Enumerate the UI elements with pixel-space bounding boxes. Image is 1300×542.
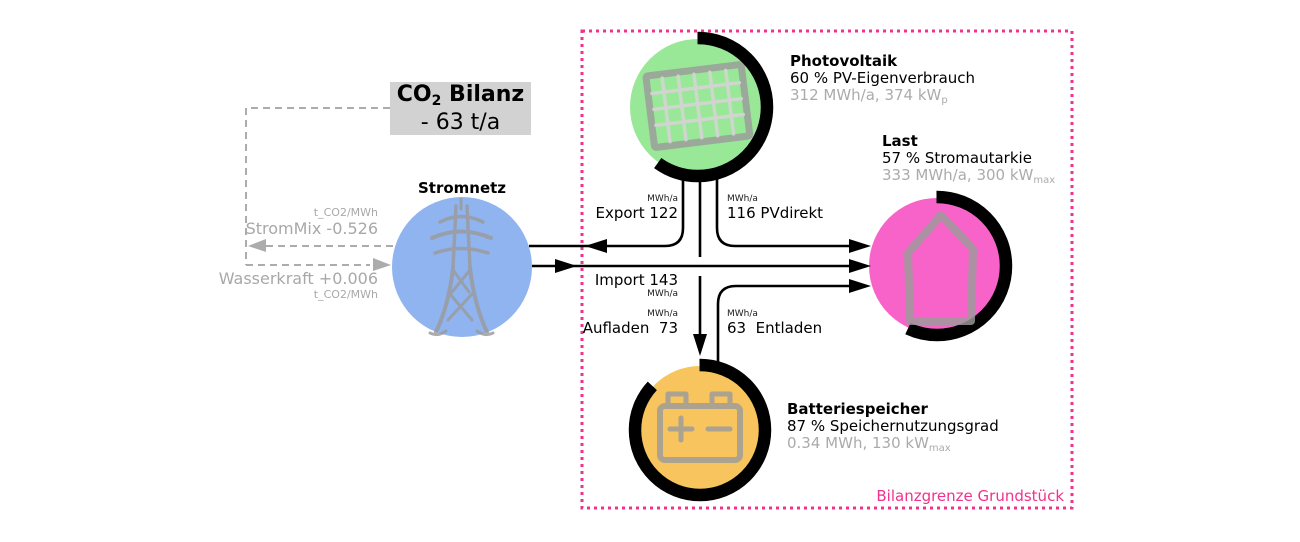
- grid-node-label: Stromnetz: [417, 179, 507, 197]
- load-node-detail: 57 % Stromautarkie: [882, 149, 1032, 167]
- wasserkraft-arrowhead: [373, 258, 391, 271]
- export-arrowhead: [585, 239, 607, 253]
- charge-flow-label: Aufladen 73: [582, 319, 678, 337]
- load-node-text: Last 57 % Stromautarkie 333 MWh/a, 300 k…: [882, 132, 1056, 187]
- pv-node-detail: 60 % PV-Eigenverbrauch: [790, 69, 976, 87]
- pvdirect-arrowhead: [849, 239, 871, 253]
- co2-links: [245, 107, 394, 271]
- grid-node-circle: [392, 197, 532, 337]
- grid-node: [392, 197, 532, 337]
- export-flow-line: [529, 176, 685, 248]
- wasserkraft-unit: t_CO2/MWh: [313, 288, 378, 301]
- discharge-arrowhead: [849, 279, 871, 293]
- battery-node-title: Batteriespeicher: [787, 400, 928, 418]
- pv-node-title: Photovoltaik: [790, 52, 898, 70]
- wasserkraft-label: Wasserkraft +0.006: [218, 269, 378, 288]
- battery-node-stats: 0.34 MWh, 130 kWmax: [787, 434, 951, 455]
- import-flow-label: Import 143: [594, 271, 678, 289]
- import-boundary-arrowhead: [555, 259, 577, 273]
- solar-panel-icon: [642, 61, 754, 151]
- export-flow-label: Export 122: [595, 204, 679, 222]
- load-node-stats: 333 MWh/a, 300 kWmax: [882, 166, 1056, 187]
- boundary-label: Bilanzgrenze Grundstück: [876, 487, 1064, 505]
- battery-node-text: Batteriespeicher 87 % Speichernutzungsgr…: [787, 400, 999, 455]
- pvdirect-flow-unit: MWh/a: [727, 194, 758, 204]
- battery-node-detail: 87 % Speichernutzungsgrad: [787, 417, 999, 435]
- export-flow-unit: MWh/a: [647, 194, 678, 204]
- pvdirect-flow-line: [715, 176, 852, 248]
- strommix-arrowhead: [248, 239, 266, 252]
- discharge-flow-label: 63 Entladen: [727, 319, 823, 337]
- co2-balance-box: CO2 Bilanz - 63 t/a: [390, 82, 531, 135]
- co2-balance-title: CO2 Bilanz: [396, 82, 525, 109]
- co2-link-line: [245, 107, 390, 265]
- discharge-flow-unit: MWh/a: [727, 309, 758, 319]
- charge-flow-unit: MWh/a: [647, 309, 678, 319]
- co2-balance-value: - 63 t/a: [420, 110, 501, 135]
- power-pylon-icon: [428, 197, 495, 337]
- discharge-flow-line: [716, 284, 852, 362]
- flow-lines: [529, 176, 871, 362]
- balance-boundary-border: [580, 29, 1074, 510]
- load-node: [861, 190, 1013, 342]
- load-share-arc: [861, 190, 1013, 342]
- charge-arrowhead: [693, 334, 707, 356]
- battery-share-arc: [628, 358, 772, 502]
- pv-share-arc: [622, 31, 774, 183]
- pvdirect-flow-label: 116 PVdirekt: [727, 204, 824, 222]
- strommix-label: StromMix -0.526: [245, 219, 378, 238]
- import-flow-unit: MWh/a: [647, 289, 678, 299]
- pv-node-stats: 312 MWh/a, 374 kWp: [790, 86, 948, 107]
- house-icon: [904, 211, 977, 325]
- battery-node: [628, 358, 772, 502]
- pv-node-text: Photovoltaik 60 % PV-Eigenverbrauch 312 …: [790, 52, 976, 107]
- pv-node: [622, 31, 774, 183]
- battery-icon: [657, 391, 743, 463]
- load-node-title: Last: [882, 132, 918, 150]
- import-arrowhead: [849, 259, 871, 273]
- strommix-unit: t_CO2/MWh: [313, 206, 378, 219]
